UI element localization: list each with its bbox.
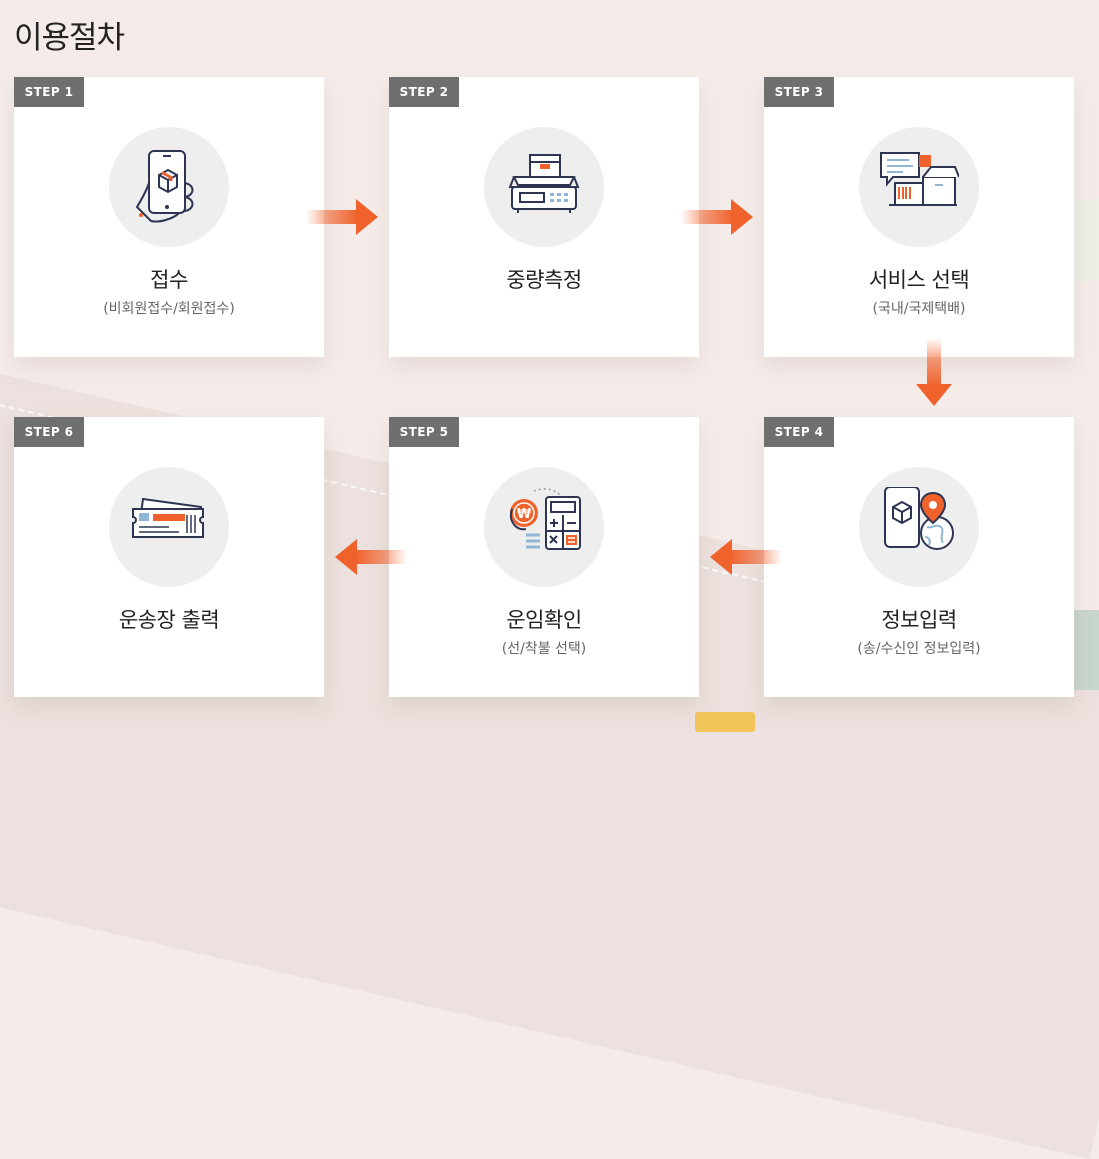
waybill-ticket-icon: [109, 467, 229, 587]
arrow-left-icon: [710, 539, 782, 575]
step-card-5: STEP 5 ₩ 운임확인 (선/착불 선택): [389, 417, 699, 697]
step-badge: STEP 6: [14, 417, 84, 447]
background-decoration: [1069, 610, 1099, 690]
step-card-2: STEP 2 중량측정: [389, 77, 699, 357]
arrow-right-icon: [681, 199, 753, 235]
step-subtitle: (송/수신인 정보입력): [857, 641, 981, 657]
step-title: 운임확인: [506, 608, 582, 632]
background-decoration: [695, 712, 755, 732]
step-badge: STEP 5: [389, 417, 459, 447]
phone-parcel-icon: [109, 127, 229, 247]
arrow-left-icon: [335, 539, 407, 575]
step-subtitle: (비회원접수/회원접수): [103, 301, 235, 317]
step-badge: STEP 1: [14, 77, 84, 107]
step-card-1: STEP 1 접수 (비회원접수/회원접수): [14, 77, 324, 357]
step-title: 서비스 선택: [868, 268, 970, 292]
step-card-6: STEP 6 운송장 출력: [14, 417, 324, 697]
weighing-scale-icon: [484, 127, 604, 247]
step-subtitle: (국내/국제택배): [872, 301, 966, 317]
parcel-service-icon: [859, 127, 979, 247]
step-card-4: STEP 4 정보입력 (송/수신인 정보입력): [764, 417, 1074, 697]
svg-text:₩: ₩: [517, 507, 532, 522]
step-subtitle: (선/착불 선택): [501, 641, 587, 657]
step-badge: STEP 2: [389, 77, 459, 107]
arrow-right-icon: [306, 199, 378, 235]
step-title: 중량측정: [506, 268, 582, 292]
step-badge: STEP 4: [764, 417, 834, 447]
location-globe-icon: [859, 467, 979, 587]
calculator-won-icon: ₩: [484, 467, 604, 587]
arrow-down-icon: [916, 338, 952, 406]
page-title: 이용절차: [14, 20, 125, 56]
step-card-3: STEP 3 서비스 선택 (국내/국제택배): [764, 77, 1074, 357]
step-title: 운송장 출력: [118, 608, 220, 632]
step-title: 접수: [150, 268, 188, 292]
step-badge: STEP 3: [764, 77, 834, 107]
step-title: 정보입력: [881, 608, 957, 632]
